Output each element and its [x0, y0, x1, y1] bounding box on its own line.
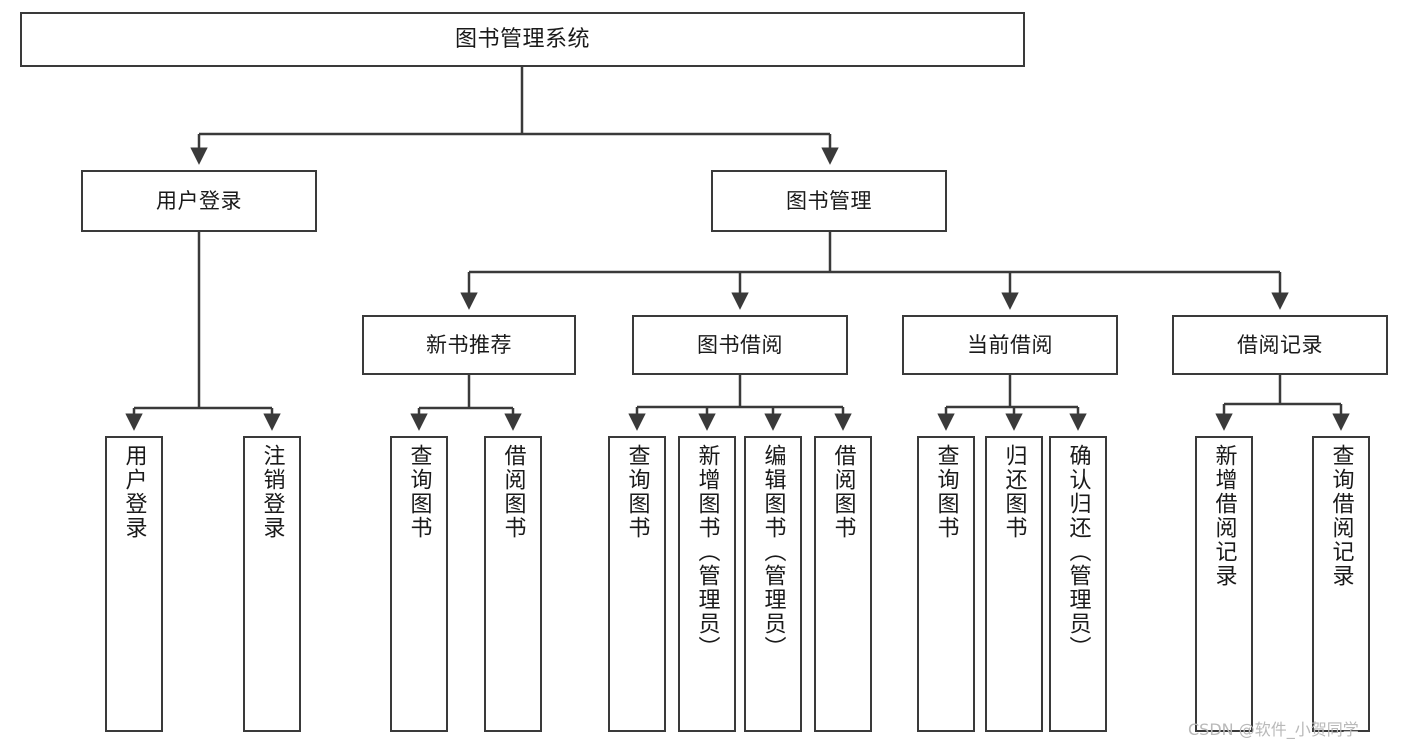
leaf-query-books-recommend[interactable]: 查询图书 — [390, 436, 448, 732]
leaf-logout[interactable]: 注销登录 — [243, 436, 301, 732]
leaf-user-login[interactable]: 用户登录 — [105, 436, 163, 732]
node-label: 新书推荐 — [426, 332, 512, 357]
leaf-query-books-borrowing[interactable]: 查询图书 — [608, 436, 666, 732]
leaf-return-books[interactable]: 归还图书 — [985, 436, 1043, 732]
leaf-borrow-books-borrowing[interactable]: 借阅图书 — [814, 436, 872, 732]
node-borrow-records[interactable]: 借阅记录 — [1172, 315, 1388, 375]
node-label: 当前借阅 — [967, 332, 1053, 357]
leaf-add-borrow-record[interactable]: 新增借阅记录 — [1195, 436, 1253, 732]
leaf-query-books-current[interactable]: 查询图书 — [917, 436, 975, 732]
node-label: 归还图书 — [1001, 444, 1027, 540]
node-label: 借阅图书 — [500, 444, 526, 540]
node-label: 查询图书 — [933, 444, 959, 540]
node-label: 用户登录 — [121, 444, 147, 540]
node-label: 借阅记录 — [1237, 332, 1323, 357]
node-label: 查询图书 — [624, 444, 650, 540]
node-root-system[interactable]: 图书管理系统 — [20, 12, 1025, 67]
node-current-borrowing[interactable]: 当前借阅 — [902, 315, 1118, 375]
node-label: 编辑图书（管理员） — [760, 444, 786, 660]
leaf-borrow-books-recommend[interactable]: 借阅图书 — [484, 436, 542, 732]
node-label: 新增图书（管理员） — [694, 444, 720, 660]
leaf-query-borrow-record[interactable]: 查询借阅记录 — [1312, 436, 1370, 732]
node-label: 图书管理 — [786, 188, 872, 213]
node-user-login-module[interactable]: 用户登录 — [81, 170, 317, 232]
node-label: 借阅图书 — [830, 444, 856, 540]
node-label: 查询图书 — [406, 444, 432, 540]
node-book-management-module[interactable]: 图书管理 — [711, 170, 947, 232]
node-new-book-recommendation[interactable]: 新书推荐 — [362, 315, 576, 375]
node-label: 用户登录 — [156, 188, 242, 213]
node-label: 新增借阅记录 — [1211, 444, 1237, 588]
leaf-add-book-admin[interactable]: 新增图书（管理员） — [678, 436, 736, 732]
node-label: 图书管理系统 — [454, 26, 590, 52]
node-book-borrowing[interactable]: 图书借阅 — [632, 315, 848, 375]
node-label: 图书借阅 — [697, 332, 783, 357]
node-label: 确认归还（管理员） — [1065, 444, 1091, 660]
leaf-confirm-return-admin[interactable]: 确认归还（管理员） — [1049, 436, 1107, 732]
leaf-edit-book-admin[interactable]: 编辑图书（管理员） — [744, 436, 802, 732]
csdn-watermark: CSDN @软件_小贺同学 — [1188, 720, 1359, 739]
node-label: 查询借阅记录 — [1328, 444, 1354, 588]
node-label: 注销登录 — [259, 444, 285, 540]
